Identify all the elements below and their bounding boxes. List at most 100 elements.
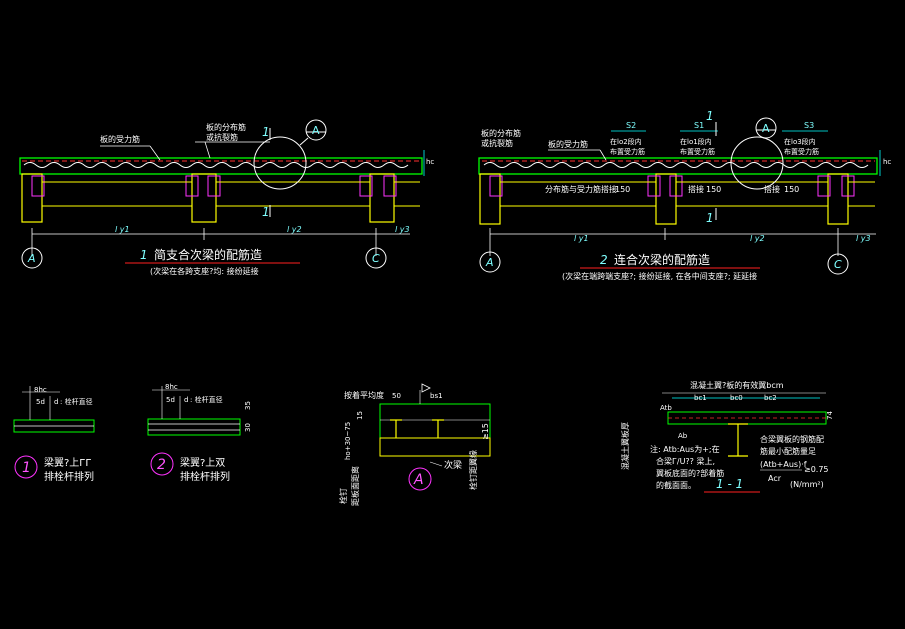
d2-s1: S1	[694, 121, 704, 130]
svg-text:混凝土翼板厚: 混凝土翼板厚	[620, 422, 630, 470]
svg-text:1: 1	[706, 109, 714, 123]
d1-dim-ly1: l y1	[115, 225, 130, 234]
d2-label-crack-rebar: 或抗裂筋	[481, 138, 513, 148]
svg-text:布置受力筋: 布置受力筋	[784, 147, 819, 156]
svg-text:布置受力筋: 布置受力筋	[680, 147, 715, 156]
svg-text:在lo2段内: 在lo2段内	[610, 137, 642, 146]
svg-text:150: 150	[615, 185, 630, 194]
svg-text:bs1: bs1	[430, 392, 443, 400]
svg-text:栓钉距翼缘: 栓钉距翼缘	[468, 450, 478, 490]
svg-text:: 栓杆直径: : 栓杆直径	[60, 397, 93, 406]
svg-text:的截面面。: 的截面面。	[656, 480, 696, 490]
svg-text:1: 1	[22, 460, 31, 476]
d1-title: 简支合次梁的配筋造	[154, 247, 262, 262]
detail4-section-label: 1 - 1	[716, 477, 743, 491]
svg-text:布置受力筋: 布置受力筋	[610, 147, 645, 156]
svg-text:l y3: l y3	[856, 234, 871, 243]
svg-text:(N/mm²): (N/mm²)	[790, 480, 824, 489]
svg-text:合梁Г/U?? 梁上,: 合梁Г/U?? 梁上,	[656, 456, 715, 466]
svg-text:≥15: ≥15	[481, 423, 490, 440]
detail-1-single-row-studs: 8hc 5d d : 栓杆直径 1 梁翼?上ГГ 排栓杆排列	[13, 386, 95, 483]
svg-text:搭接: 搭接	[688, 184, 704, 194]
detail1-number-circle	[14, 455, 38, 479]
diagram-2-continuous-beam: A 板的分布筋 或抗裂筋 板的受力筋 S2 S1 S3 在lo2段内 布置受力筋…	[478, 109, 891, 281]
svg-text:梁翼?上ГГ: 梁翼?上ГГ	[44, 456, 92, 469]
svg-text:在lo1段内: 在lo1段内	[680, 137, 712, 146]
svg-text:1: 1	[706, 211, 714, 225]
d1-dim-ly2: l y2	[287, 225, 302, 234]
svg-text:筋最小配筋量足: 筋最小配筋量足	[760, 446, 816, 456]
svg-text:A: A	[413, 472, 424, 488]
svg-text:按着平均度: 按着平均度	[344, 390, 384, 400]
d1-section-mark-bottom: 1	[262, 205, 270, 219]
detail3-letter-circle	[408, 467, 432, 491]
svg-text:d: d	[184, 396, 188, 404]
d2-dist-label: 分布筋与受力筋搭接	[545, 184, 617, 194]
d2-subtitle: (次梁在端跨端支座?; 接纷延接, 在各中间支座?; 延延接	[562, 271, 757, 281]
d2-slab	[478, 157, 878, 175]
svg-text:bc1: bc1	[694, 394, 707, 402]
svg-text:50: 50	[392, 392, 401, 400]
detail-4-section-1-1: 混凝土翼?板的有效翼bcm bc1 bc0 bc2 Atb Ab 混凝土翼板厚 …	[620, 380, 834, 493]
svg-text:距板面距离: 距板面距离	[350, 466, 360, 506]
d2-detail-circle	[730, 136, 784, 190]
svg-text:15: 15	[356, 411, 364, 420]
svg-text:翼板底面的?部着筋: 翼板底面的?部着筋	[656, 468, 724, 478]
detail-2-double-row-studs: 8hc 5d d : 栓杆直径 35 30 2 梁翼?上双 排栓杆排列	[147, 383, 252, 483]
svg-text:注: Atb:Aus为+;在: 注: Atb:Aus为+;在	[650, 444, 720, 454]
svg-text:150: 150	[706, 185, 721, 194]
svg-text:Ab: Ab	[678, 432, 688, 440]
d2-s2: S2	[626, 121, 636, 130]
d2-beam-a	[479, 173, 501, 225]
detail-3-stud-section: 按着平均度 50 bs1 ho+30~75 15 栓钉 距板面距离 栓钉距翼缘 …	[338, 383, 491, 506]
d2-title: 连合次梁的配筋造	[614, 252, 710, 267]
svg-text:排栓杆排列: 排栓杆排列	[44, 470, 94, 483]
d1-subtitle: (次梁在各跨支座?均: 接纷延接	[150, 266, 259, 276]
d1-label-dist-rebar: 板的分布筋	[206, 122, 246, 132]
d2-axis-c	[827, 253, 849, 275]
d2-beam-mid	[655, 173, 677, 225]
svg-text:搭接: 搭接	[764, 184, 780, 194]
svg-text:bc0: bc0	[730, 394, 743, 402]
d1-title-no: 1	[140, 248, 148, 262]
d1-slab	[19, 157, 423, 175]
d1-detail-letter: A	[312, 124, 320, 137]
svg-text:A: A	[762, 122, 770, 135]
svg-text:bc2: bc2	[764, 394, 777, 402]
d1-detail-tag	[305, 119, 327, 141]
d2-beam-c	[827, 173, 849, 225]
d2-detail-tag	[755, 117, 777, 139]
svg-text:C: C	[834, 258, 842, 271]
svg-text:: 栓杆直径: : 栓杆直径	[190, 395, 223, 404]
svg-text:排栓杆排列: 排栓杆排列	[180, 470, 230, 483]
d1-label-slab-rebar: 板的受力筋	[100, 134, 140, 144]
svg-text:5d: 5d	[36, 398, 45, 406]
svg-text:d: d	[54, 398, 58, 406]
svg-text:74: 74	[826, 411, 834, 420]
d2-s3: S3	[804, 121, 814, 130]
svg-text:l y2: l y2	[750, 234, 765, 243]
svg-text:35: 35	[244, 401, 252, 410]
d1-hc: hc	[426, 158, 434, 166]
svg-text:Acr: Acr	[768, 474, 782, 483]
svg-text:梁翼?上双: 梁翼?上双	[180, 456, 225, 469]
svg-text:2: 2	[157, 457, 166, 473]
svg-text:在lo3段内: 在lo3段内	[784, 137, 816, 146]
svg-text:l y1: l y1	[574, 234, 589, 243]
svg-text:≥0.75: ≥0.75	[804, 465, 829, 474]
svg-text:ho+30~75: ho+30~75	[344, 422, 352, 460]
detail2-number-circle	[150, 452, 174, 476]
d2-axis-a	[479, 251, 501, 273]
svg-text:(Atb+Aus)·f: (Atb+Aus)·f	[760, 460, 807, 469]
d2-label-slab-rebar: 板的受力筋	[548, 139, 588, 149]
svg-text:2: 2	[600, 253, 608, 267]
svg-text:hc: hc	[883, 158, 891, 166]
diagram-1-simply-supported-beam: A 板的受力筋 板的分布筋 或抗裂筋 1 1 hc l y1 l y2 l y3…	[19, 119, 434, 276]
d1-axis-a	[21, 247, 43, 269]
svg-text:30: 30	[244, 423, 252, 432]
d1-section-mark-top: 1	[262, 125, 270, 139]
d2-label-dist-rebar: 板的分布筋	[481, 128, 521, 138]
svg-text:合梁翼板的钢筋配: 合梁翼板的钢筋配	[760, 434, 824, 444]
d1-beam-mid	[191, 173, 217, 223]
d1-label-crack-rebar: 或抗裂筋	[206, 132, 238, 142]
